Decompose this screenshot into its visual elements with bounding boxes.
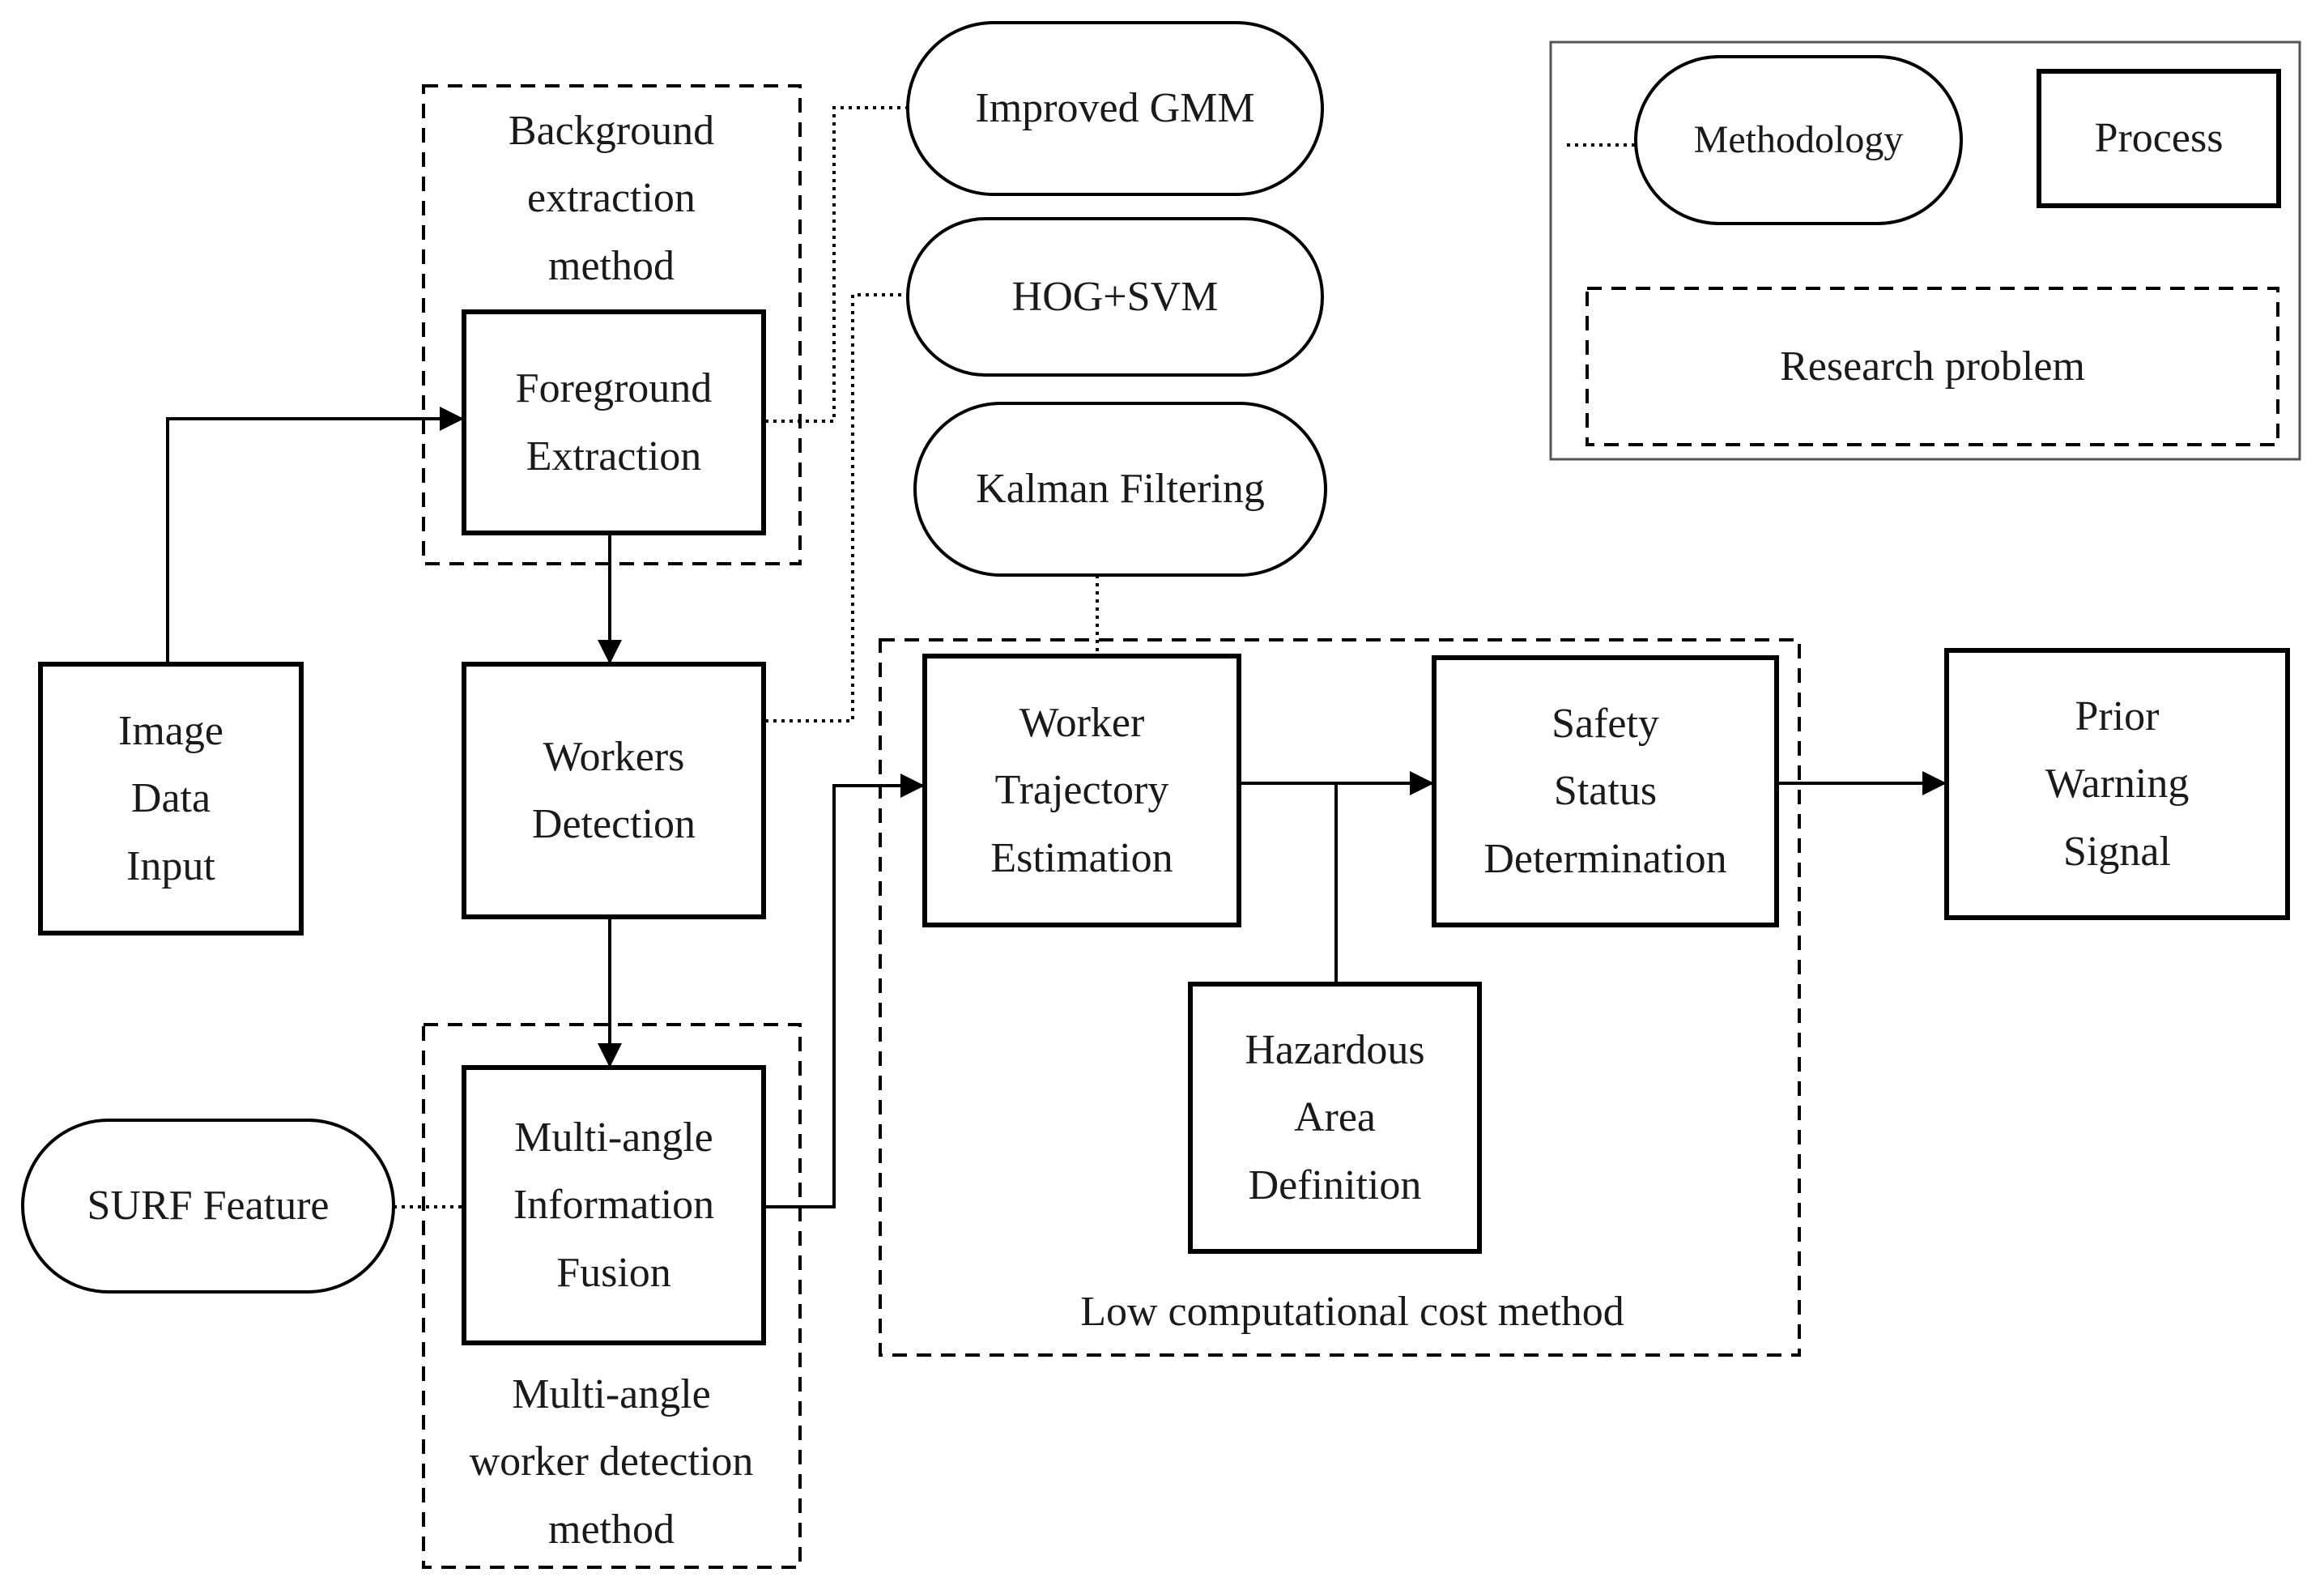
process-workers-detection-label: Workers Detection xyxy=(531,733,696,847)
legend-frame xyxy=(1549,40,2301,461)
methodology-kalman-label: Kalman Filtering xyxy=(976,466,1265,513)
process-hazardous-area xyxy=(1188,982,1482,1254)
process-foreground-label: Foreground Extraction xyxy=(515,365,713,479)
methodology-kalman-filtering xyxy=(913,402,1327,577)
link-hog-workers xyxy=(765,293,908,722)
legend-methodology-shape xyxy=(1634,55,1963,225)
legend-research-problem-shape xyxy=(1586,287,2279,446)
methodology-hog-label: HOG+SVM xyxy=(1011,273,1219,320)
process-trajectory-label: Worker Trajectory Estimation xyxy=(990,700,1173,881)
process-workers-detection xyxy=(462,662,766,919)
region-low-computational-cost xyxy=(879,638,1801,1357)
legend-methodology-label: Methodology xyxy=(1693,117,1904,161)
region-multi-angle-detection xyxy=(422,1023,802,1569)
process-fusion-label: Multi-angle Information Fusion xyxy=(513,1115,715,1296)
research-problem-multi-angle-label: Multi-angle worker detection method xyxy=(469,1371,754,1553)
region-background-extraction xyxy=(422,84,802,565)
methodology-gmm-label: Improved GMM xyxy=(975,85,1255,132)
arrow-fusion-to-trajectory xyxy=(763,774,925,1208)
process-image-input-label: Image Data Input xyxy=(118,708,223,889)
process-trajectory-estimation xyxy=(922,654,1241,927)
legend-research-problem-label: Research problem xyxy=(1780,343,2085,390)
process-warning-label: Prior Warning Signal xyxy=(2045,693,2190,875)
methodology-surf-feature xyxy=(21,1119,395,1294)
process-hazard-label: Hazardous Area Definition xyxy=(1245,1027,1425,1208)
link-gmm-foreground xyxy=(765,106,908,423)
process-foreground-extraction xyxy=(462,309,766,535)
process-multi-angle-fusion xyxy=(462,1065,766,1345)
process-safety-status xyxy=(1432,655,1779,927)
methodology-surf-label: SURF Feature xyxy=(87,1183,330,1230)
legend-process-label: Process xyxy=(2094,115,2224,162)
process-safety-label: Safety Status Determination xyxy=(1483,701,1727,882)
methodology-hog-svm xyxy=(906,217,1324,377)
research-problem-background-label: Background extraction method xyxy=(508,108,715,289)
process-image-input xyxy=(38,662,304,936)
methodology-improved-gmm xyxy=(906,21,1324,196)
research-problem-low-cost-label: Low computational cost method xyxy=(1080,1289,1624,1336)
arrow-input-to-foreground xyxy=(166,407,464,664)
process-prior-warning xyxy=(1944,648,2290,920)
legend-process-shape xyxy=(2037,69,2281,208)
